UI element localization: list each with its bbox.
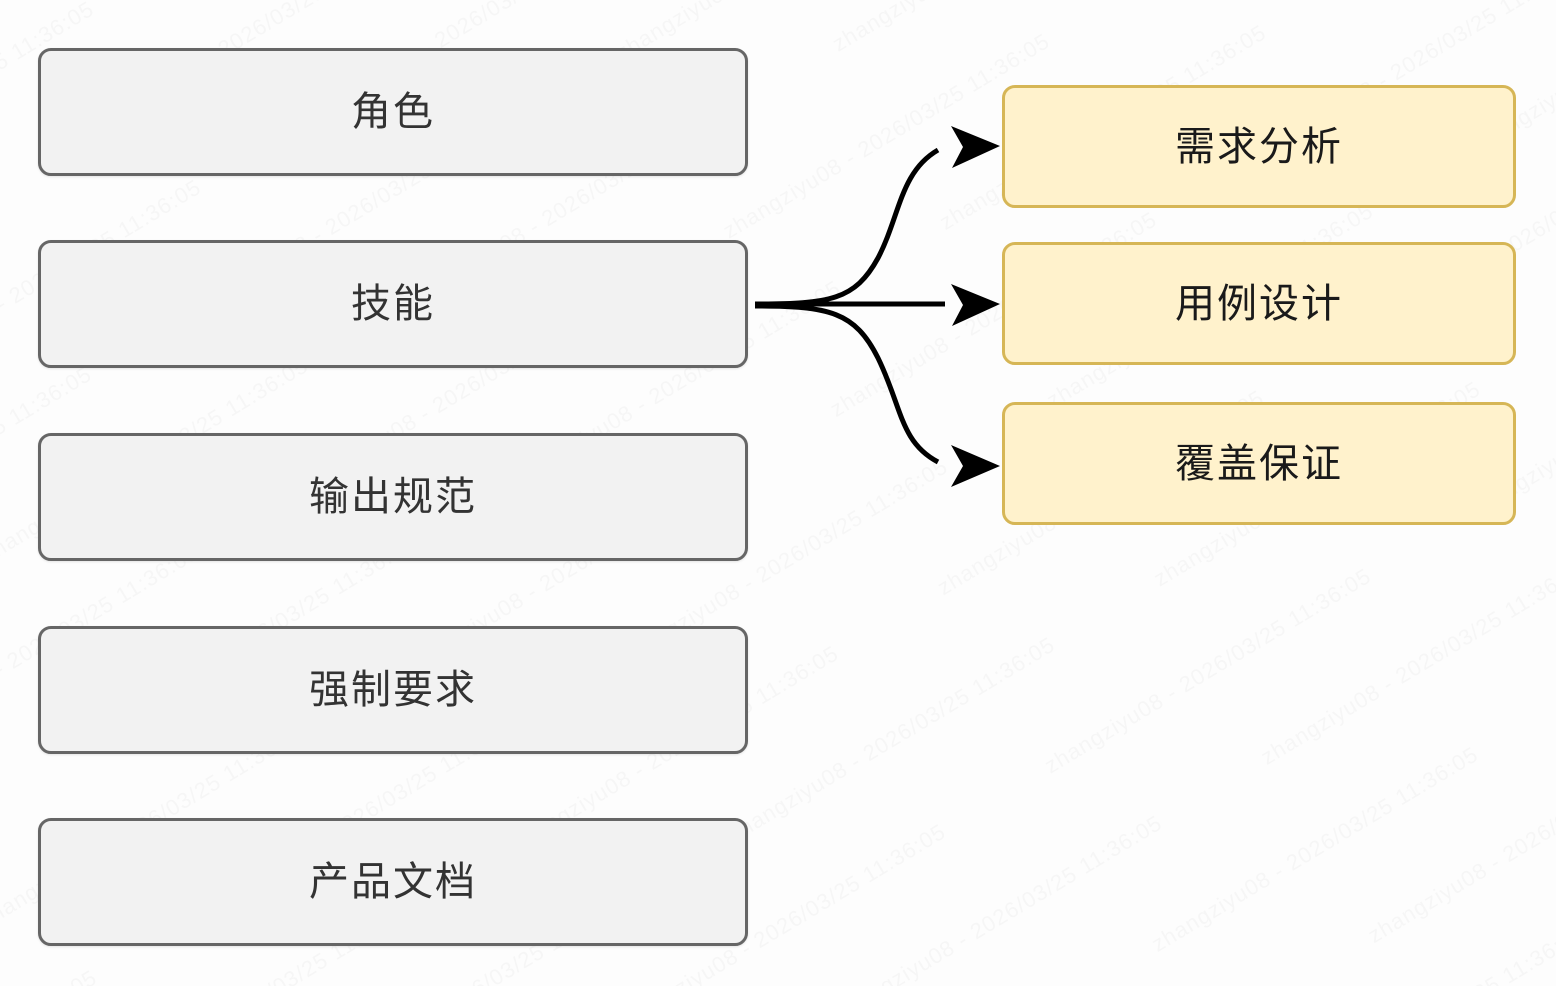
- node-label-skill: 技能: [351, 282, 435, 326]
- watermark-text: zhangziyu08 - 2026/03/25 11:36:05: [830, 809, 1167, 986]
- node-skill[interactable]: 技能: [38, 240, 748, 368]
- edge-skill-to-case-design: [755, 284, 1000, 326]
- watermark-row: zhangziyu08 - 2026/03/25 11:36:05zhangzi…: [299, 972, 1556, 986]
- watermark-text: zhangziyu08 - 2026/03/25 11:36:05: [0, 964, 101, 986]
- node-coverage-guard[interactable]: 覆盖保证: [1002, 402, 1516, 525]
- watermark-text: zhangziyu08 - 2026/03/25 11:36:05: [1363, 732, 1556, 948]
- node-label-req-analysis: 需求分析: [1175, 124, 1343, 169]
- node-label-coverage-guard: 覆盖保证: [1175, 441, 1343, 486]
- edge-skill-to-req-analysis: [754, 126, 1000, 307]
- node-label-output-spec: 输出规范: [309, 475, 477, 519]
- watermark-text: zhangziyu08 - 2026/03/25 11:36:05: [1039, 562, 1376, 778]
- watermark-text: zhangziyu08 - 2026/03/25 11:36:05: [1470, 911, 1556, 986]
- watermark-text: zhangziyu08 - 2026/03/25 11:36:05: [723, 631, 1059, 847]
- node-output-spec[interactable]: 输出规范: [38, 433, 748, 561]
- node-product-doc[interactable]: 产品文档: [38, 818, 748, 946]
- node-label-case-design: 用例设计: [1175, 281, 1343, 326]
- node-case-design[interactable]: 用例设计: [1002, 242, 1516, 365]
- node-mandatory[interactable]: 强制要求: [38, 626, 748, 754]
- node-label-role: 角色: [351, 90, 435, 134]
- watermark-text: zhangziyu08 - 2026/03/25 11:36:05: [1146, 740, 1483, 957]
- node-req-analysis[interactable]: 需求分析: [1002, 85, 1516, 208]
- node-label-mandatory: 强制要求: [309, 668, 477, 712]
- node-label-product-doc: 产品文档: [309, 860, 477, 904]
- watermark-text: zhangziyu08 - 2026/03/25 11:36:05: [1256, 553, 1556, 770]
- edge-skill-to-coverage-guard: [754, 303, 1000, 487]
- watermark-text: zhangziyu08 - 2026/03/25 11:36:05: [828, 0, 1164, 57]
- watermark-text: zhangziyu08 - 2026/03/25 11:36:05: [1254, 919, 1556, 986]
- node-role[interactable]: 角色: [38, 48, 748, 176]
